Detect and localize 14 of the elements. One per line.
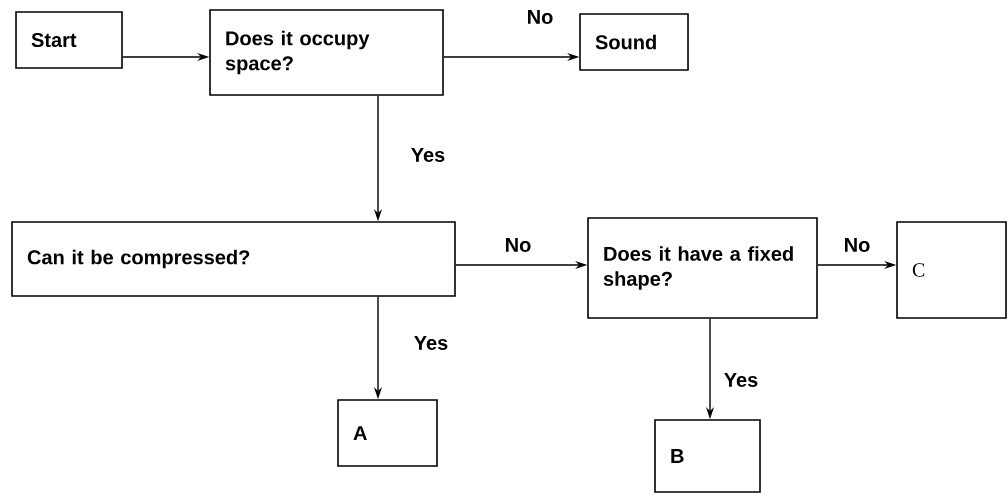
process-box: Does it have a fixed shape? — [587, 217, 818, 319]
process-box: Sound — [579, 13, 689, 71]
process-box: Can it be compressed? — [11, 221, 456, 297]
edge-label: Yes — [412, 335, 450, 351]
process-box: C — [896, 221, 1007, 319]
edge-label: No — [842, 237, 872, 253]
edge-label: No — [503, 237, 533, 253]
process-box: A — [337, 399, 438, 467]
edge-label: No — [525, 9, 555, 25]
edge-label: Yes — [409, 147, 447, 163]
edge-label: Yes — [722, 372, 760, 388]
process-box: B — [654, 419, 761, 493]
process-box: Does it occupy space? — [209, 9, 444, 96]
process-box: Start — [15, 11, 123, 69]
